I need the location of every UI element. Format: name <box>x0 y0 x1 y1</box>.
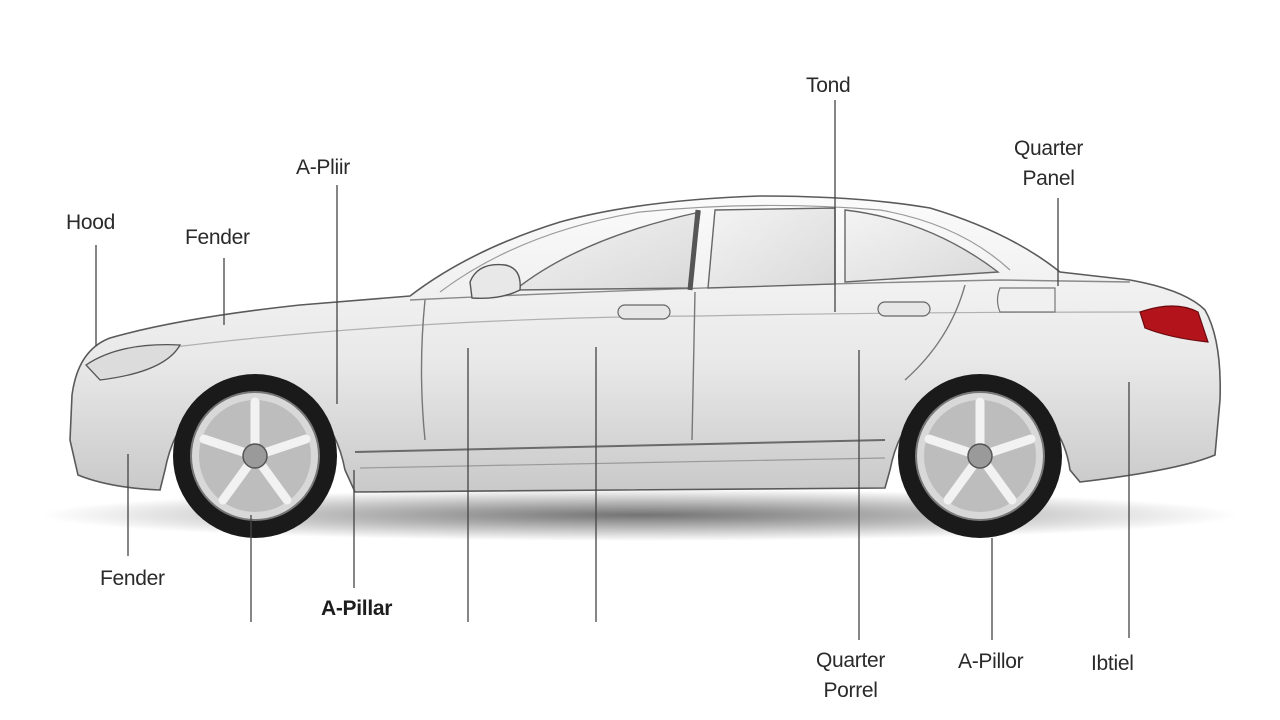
label-quarter-panel-bottom: Quarter Porrel <box>816 649 886 702</box>
tail-light <box>1139 305 1209 343</box>
door-lines <box>420 284 966 441</box>
label-fender-top: Fender <box>185 226 250 249</box>
label-top: Tond <box>806 74 851 97</box>
front-wheel <box>173 374 337 538</box>
fuel-door <box>996 287 1056 313</box>
rear-wheel <box>898 374 1062 538</box>
leader-lines <box>95 100 1130 640</box>
side-mirror <box>469 263 521 300</box>
label-a-pillar-top: A-Pliir <box>296 156 350 179</box>
label-bottom-right: Ibtiel <box>1091 652 1134 675</box>
label-fender-bottom: Fender <box>100 567 165 590</box>
label-quarter-panel-top: Quarter Panel <box>1014 137 1084 190</box>
label-a-pillar-bottom: A-Pillar <box>321 597 393 620</box>
windows <box>512 207 1000 291</box>
label-a-pillar-bottom-right: A-Pillor <box>958 650 1024 673</box>
label-hood: Hood <box>66 211 116 234</box>
headlight <box>85 344 182 381</box>
